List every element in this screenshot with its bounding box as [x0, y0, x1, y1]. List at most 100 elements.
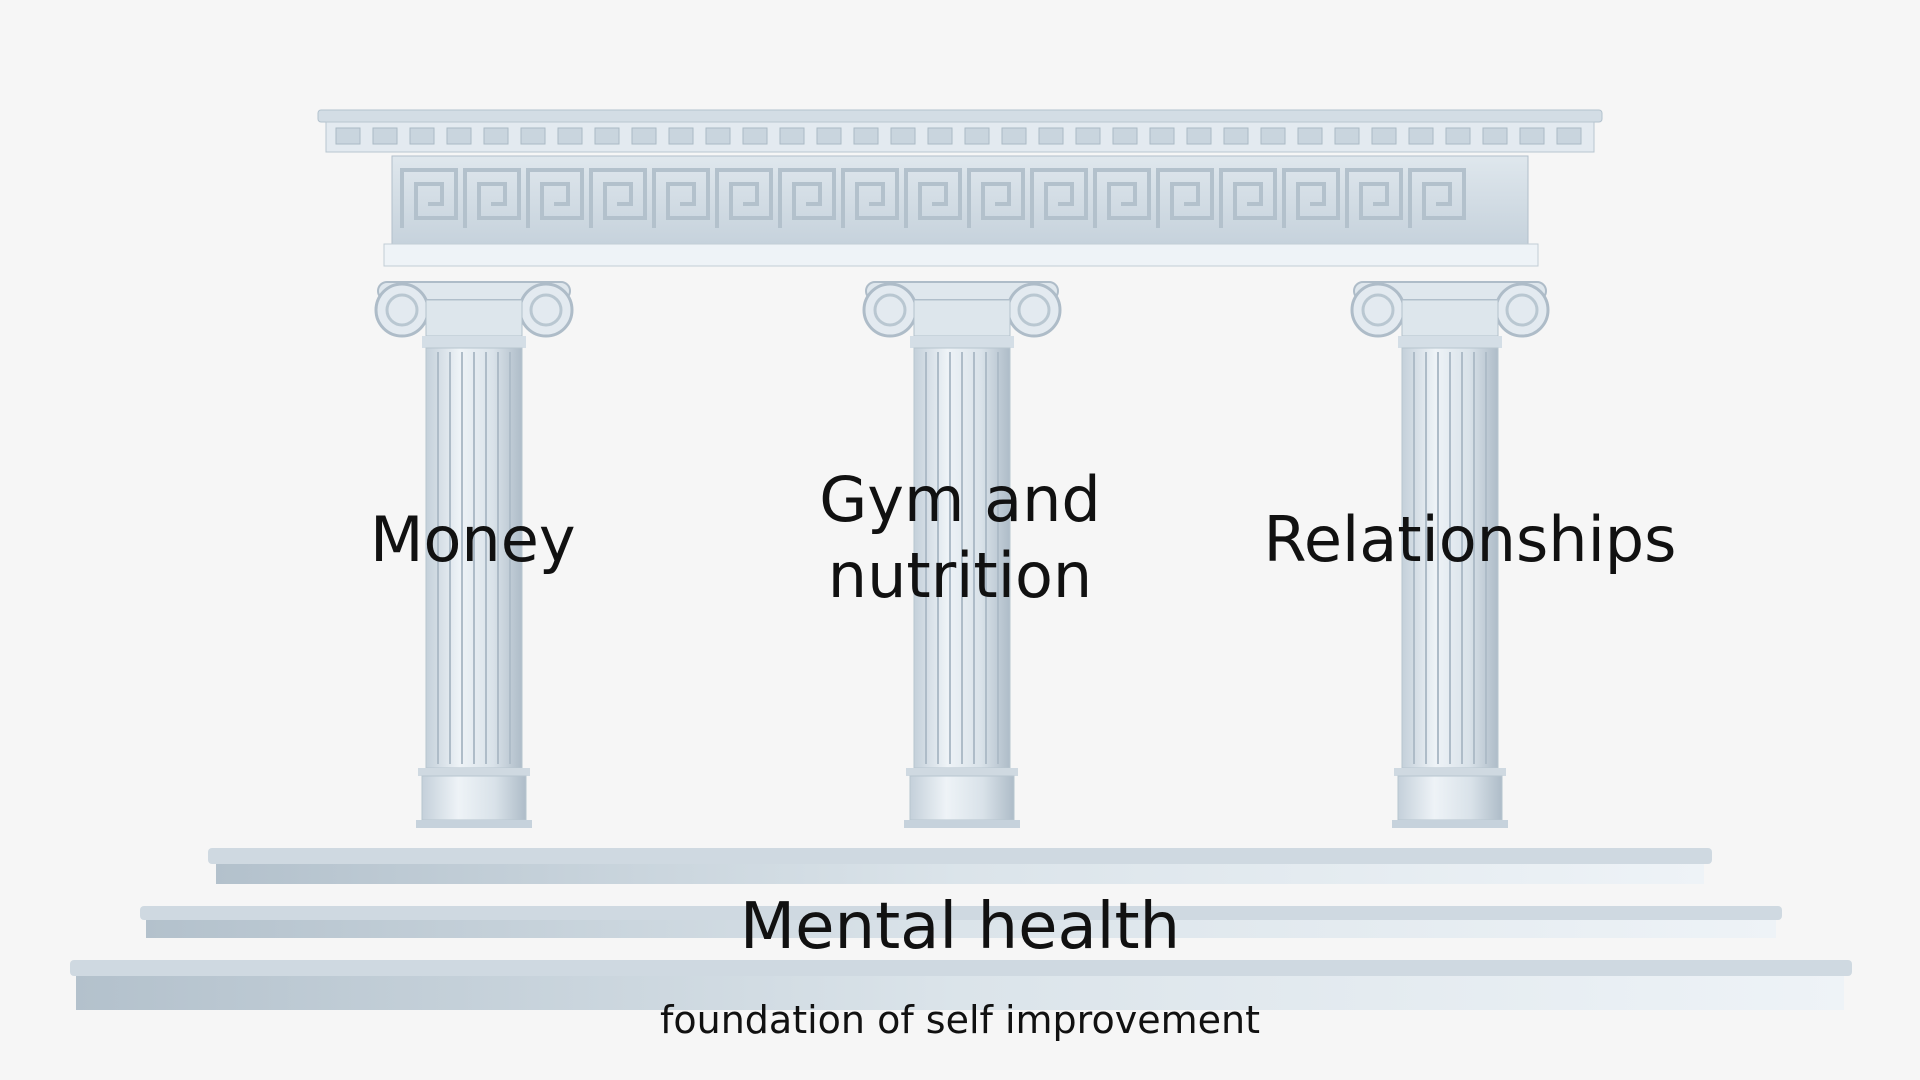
greek-key-motif	[463, 168, 521, 228]
foundation-label: Mental health	[739, 890, 1181, 964]
volute-inner	[1505, 293, 1539, 327]
dentil	[779, 127, 805, 145]
dentil	[1408, 127, 1434, 145]
dentil	[1482, 127, 1508, 145]
greek-key-motif	[967, 168, 1025, 228]
greek-key-motif	[589, 168, 647, 228]
dentil	[1519, 127, 1545, 145]
greek-key-motif	[400, 168, 458, 228]
column-plinth	[1397, 775, 1503, 821]
volute	[374, 282, 430, 338]
dentil	[927, 127, 953, 145]
pillar-label-money: Money	[370, 503, 576, 576]
dentil	[1223, 127, 1249, 145]
step-middle-face	[146, 920, 1776, 938]
greek-key-motif	[1345, 168, 1403, 228]
greek-key-motif	[1219, 168, 1277, 228]
volute	[862, 282, 918, 338]
capital-neck	[1398, 336, 1502, 348]
column-base	[904, 820, 1020, 828]
step-middle	[140, 906, 1782, 920]
column-base-ring	[418, 768, 530, 776]
temple-steps	[70, 848, 1852, 1010]
dentil	[372, 127, 398, 145]
dentil	[1149, 127, 1175, 145]
capital-echinus	[1401, 299, 1499, 337]
dentil	[1260, 127, 1286, 145]
dentil	[409, 127, 435, 145]
dentil	[742, 127, 768, 145]
volute	[1494, 282, 1550, 338]
volute-inner	[1361, 293, 1395, 327]
greek-key-motif	[715, 168, 773, 228]
dentil	[483, 127, 509, 145]
dentil	[1445, 127, 1471, 145]
architrave	[383, 243, 1539, 267]
greek-key-pattern	[400, 168, 1466, 228]
column	[1350, 281, 1550, 828]
dentil	[520, 127, 546, 145]
column-plinth	[909, 775, 1015, 821]
dentil	[1075, 127, 1101, 145]
dentil	[557, 127, 583, 145]
step-bottom-face	[76, 976, 1844, 1010]
column-base	[416, 820, 532, 828]
capital-neck	[422, 336, 526, 348]
column-base-ring	[906, 768, 1018, 776]
greek-key-motif	[652, 168, 710, 228]
capital-echinus	[913, 299, 1011, 337]
greek-key-motif	[1156, 168, 1214, 228]
column	[374, 281, 574, 828]
dentil-band	[325, 121, 1595, 153]
columns	[374, 281, 1550, 828]
dentil	[1556, 127, 1582, 145]
step-top-face	[216, 864, 1704, 884]
dentil	[1334, 127, 1360, 145]
dentil	[594, 127, 620, 145]
volute-inner	[385, 293, 419, 327]
pillar-label-relationships: Relationships	[1263, 503, 1677, 576]
greek-key-motif	[1030, 168, 1088, 228]
dentil	[446, 127, 472, 145]
dentil	[668, 127, 694, 145]
greek-key-motif	[1408, 168, 1466, 228]
dentil	[853, 127, 879, 145]
dentil	[1001, 127, 1027, 145]
volute	[1350, 282, 1406, 338]
greek-key-motif	[778, 168, 836, 228]
volute	[1006, 282, 1062, 338]
step-bottom	[70, 960, 1852, 976]
volute-inner	[1017, 293, 1051, 327]
dentils	[335, 127, 1582, 145]
dentil	[1112, 127, 1138, 145]
pillar-label-gym-nutrition: Gym and nutrition	[819, 463, 1101, 612]
column	[862, 281, 1062, 828]
dentil	[335, 127, 361, 145]
volute-inner	[529, 293, 563, 327]
dentil	[1186, 127, 1212, 145]
capital-echinus	[425, 299, 523, 337]
dentil	[1038, 127, 1064, 145]
step-top	[208, 848, 1712, 864]
dentil	[1297, 127, 1323, 145]
capital-neck	[910, 336, 1014, 348]
cornice-top	[317, 109, 1603, 123]
dentil	[964, 127, 990, 145]
dentil	[890, 127, 916, 145]
dentil	[816, 127, 842, 145]
greek-key-motif	[904, 168, 962, 228]
temple-roof	[317, 109, 1603, 267]
foundation-caption: foundation of self improvement	[660, 998, 1260, 1042]
dentil	[1371, 127, 1397, 145]
dentil	[705, 127, 731, 145]
column-plinth	[421, 775, 527, 821]
volute-inner	[873, 293, 907, 327]
greek-key-motif	[526, 168, 584, 228]
greek-key-motif	[841, 168, 899, 228]
greek-key-motif	[1282, 168, 1340, 228]
column-base	[1392, 820, 1508, 828]
volute	[518, 282, 574, 338]
greek-key-motif	[1093, 168, 1151, 228]
column-base-ring	[1394, 768, 1506, 776]
